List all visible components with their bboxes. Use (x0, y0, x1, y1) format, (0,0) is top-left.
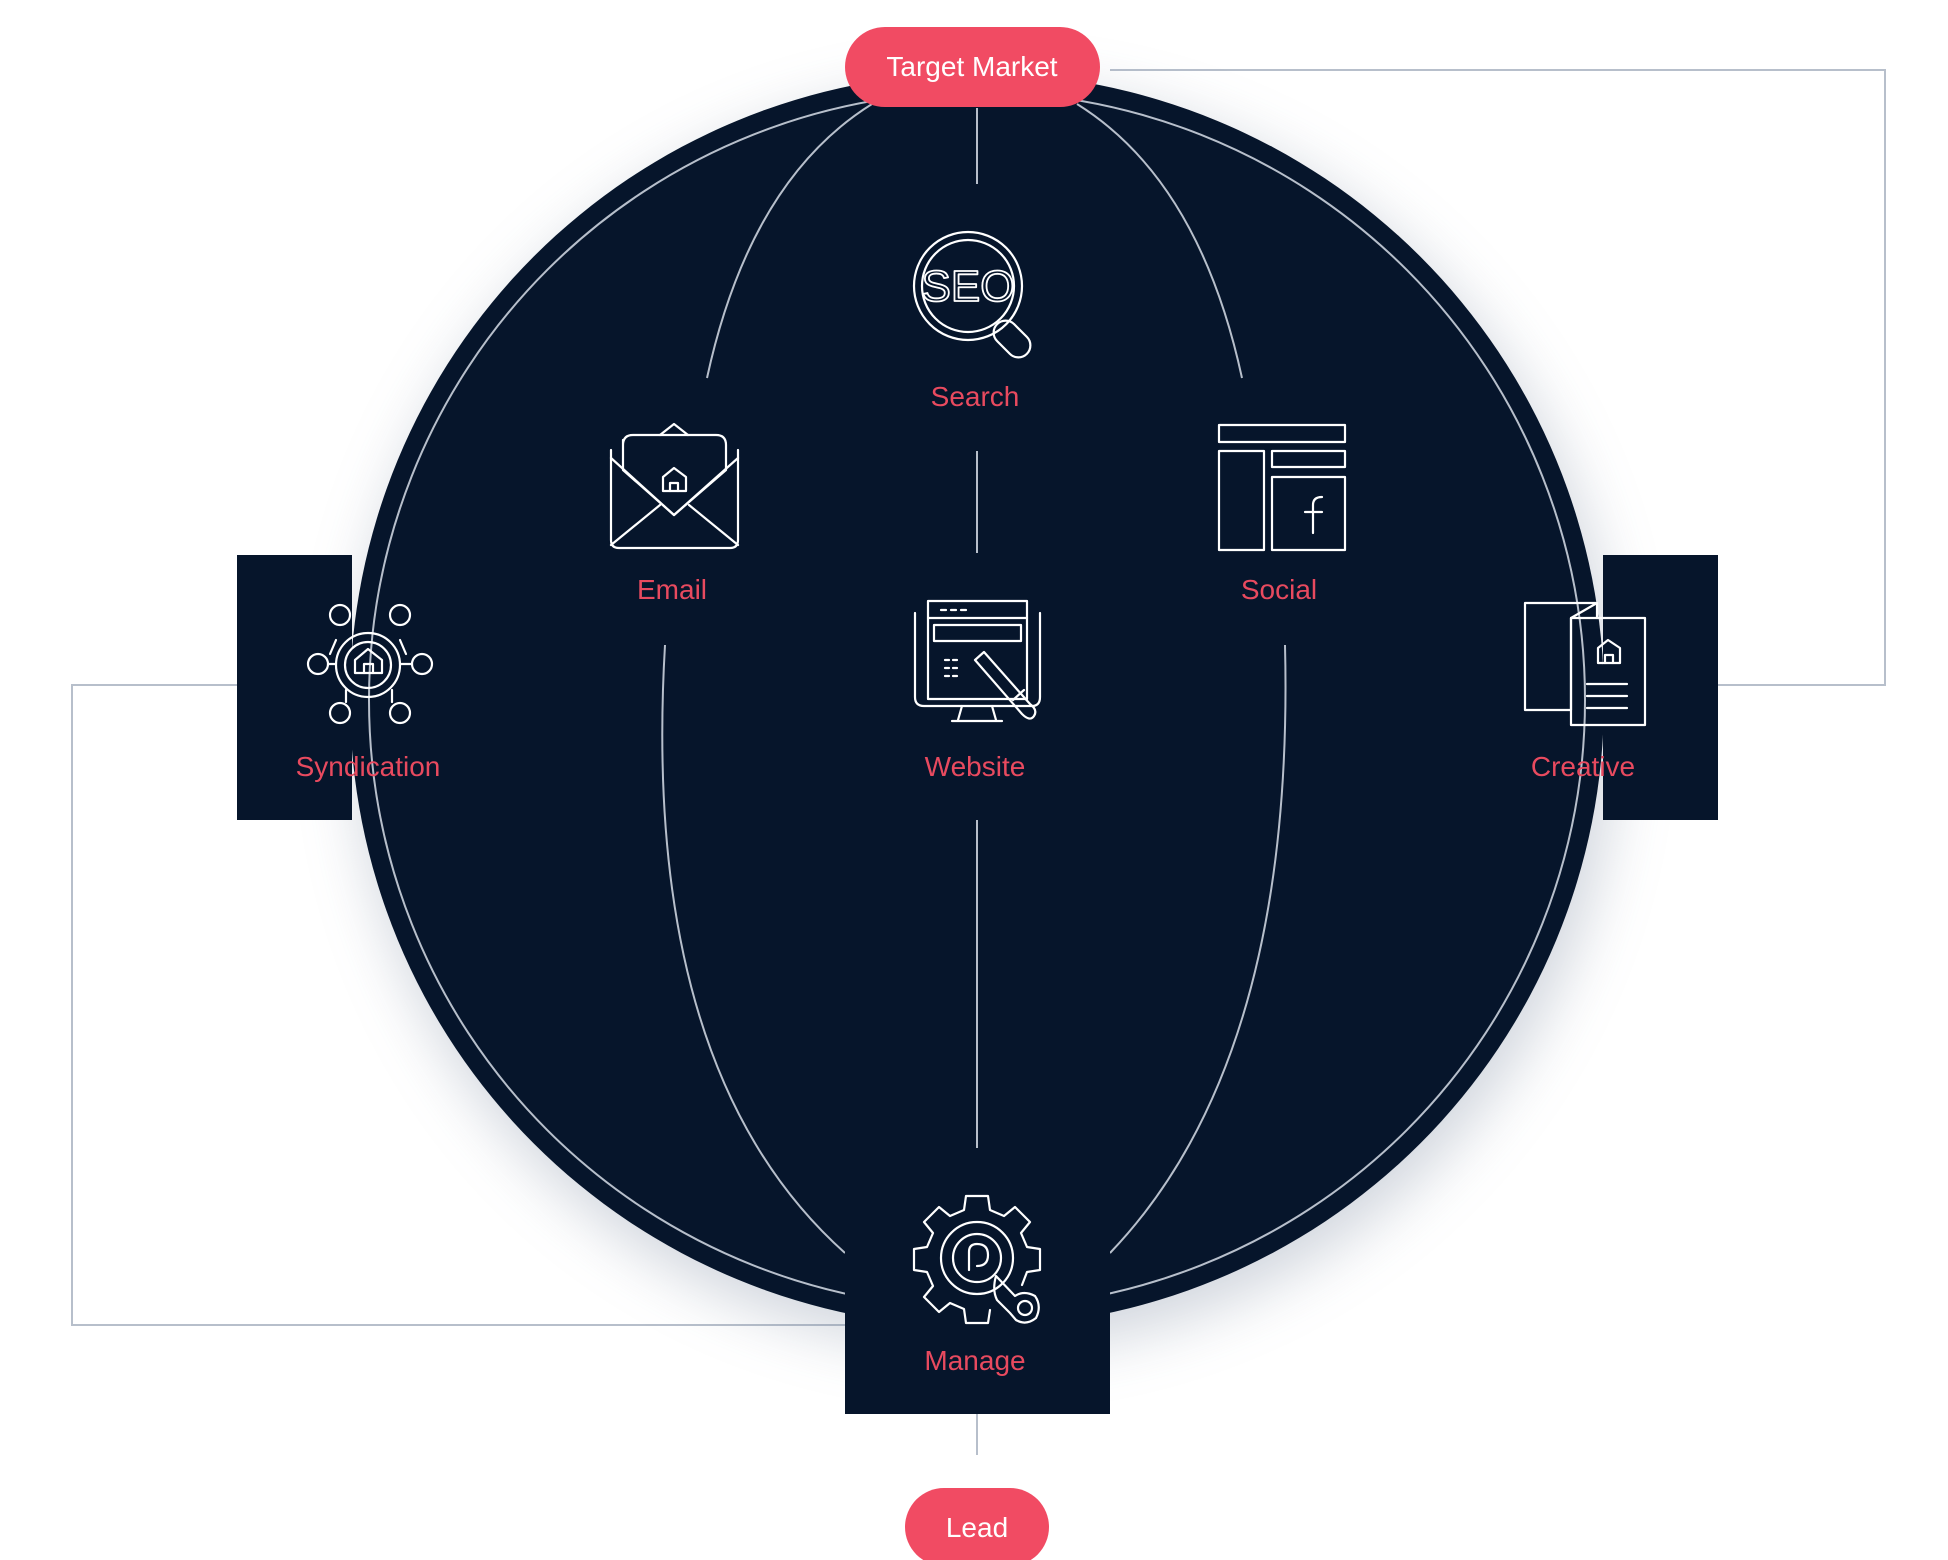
connector-target-to-creative (1110, 69, 1886, 686)
brochure-house-icon (1523, 601, 1647, 727)
seo-icon-text: SEO (922, 262, 1015, 311)
meridian-lines (661, 103, 1287, 1254)
envelope-house-icon (609, 422, 740, 550)
computer-web-editor-icon (913, 599, 1042, 723)
house-network-icon (306, 603, 434, 725)
creative-label: Creative (1530, 751, 1636, 782)
target-market-pill-bg (845, 27, 1100, 107)
connector-syndication-to-manage (71, 684, 905, 1326)
creative-box (1603, 555, 1718, 820)
gear-wrench-icon (912, 1194, 1042, 1325)
website-label: Website (924, 751, 1026, 782)
syndication-box (237, 555, 352, 820)
seo-magnifier-icon: SEO (912, 230, 1032, 359)
syndication-label: Syndication (295, 751, 441, 782)
target-market-label[interactable]: Target Market (886, 51, 1058, 82)
manage-label: Manage (924, 1345, 1026, 1376)
lead-label[interactable]: Lead (945, 1512, 1009, 1543)
email-label: Email (636, 574, 708, 605)
search-label: Search (930, 381, 1020, 412)
lead-pill-bg (905, 1488, 1049, 1560)
social-label: Social (1240, 574, 1318, 605)
manage-box (845, 1250, 1110, 1414)
facebook-page-layout-icon (1217, 423, 1347, 552)
